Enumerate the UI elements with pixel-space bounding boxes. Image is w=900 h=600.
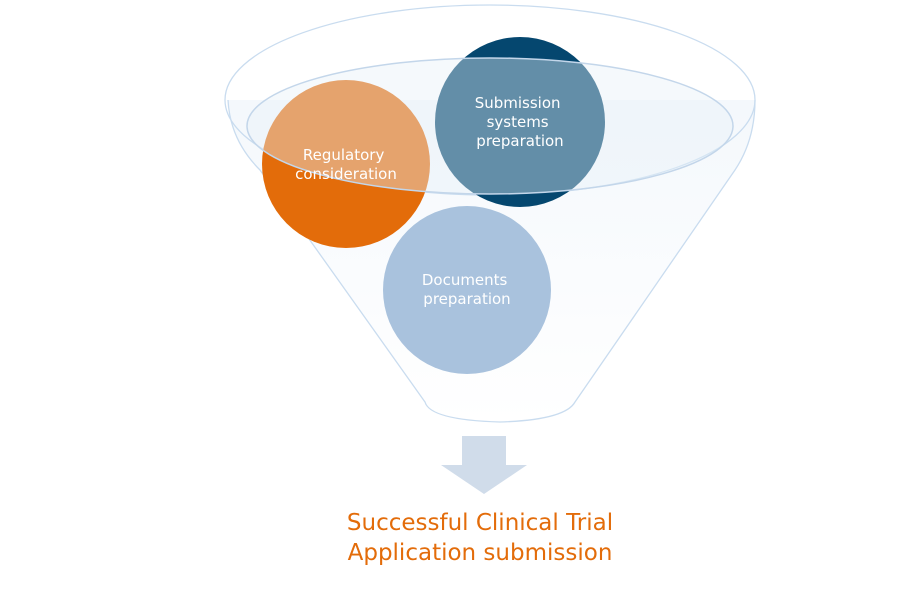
funnel-liquid-surface — [246, 57, 734, 195]
circle-submission — [435, 37, 605, 207]
circle-documents-label-line-2: preparation — [423, 290, 510, 308]
circle-documents-label: Documents preparation — [422, 271, 512, 308]
circle-regulatory-label: Regulatory consideration — [295, 146, 397, 183]
circle-documents-label-line-1: Documents — [422, 271, 508, 289]
circle-regulatory-label-line-1: Regulatory — [303, 146, 385, 164]
outcome-text: Successful Clinical Trial Application su… — [250, 508, 710, 568]
circle-submission-label-line-1: Submission — [475, 94, 561, 112]
down-arrow-icon — [441, 436, 527, 494]
circle-regulatory-label-line-2: consideration — [295, 165, 397, 183]
circle-submission-label-line-2: systems — [487, 113, 549, 131]
circle-submission-label-line-3: preparation — [476, 132, 563, 150]
circle-submission-label: Submission systems preparation — [475, 94, 566, 150]
circle-regulatory — [262, 80, 430, 248]
circle-documents — [383, 206, 551, 374]
outcome-line-1: Successful Clinical Trial — [346, 510, 614, 536]
outcome-line-2: Application submission — [347, 540, 613, 566]
